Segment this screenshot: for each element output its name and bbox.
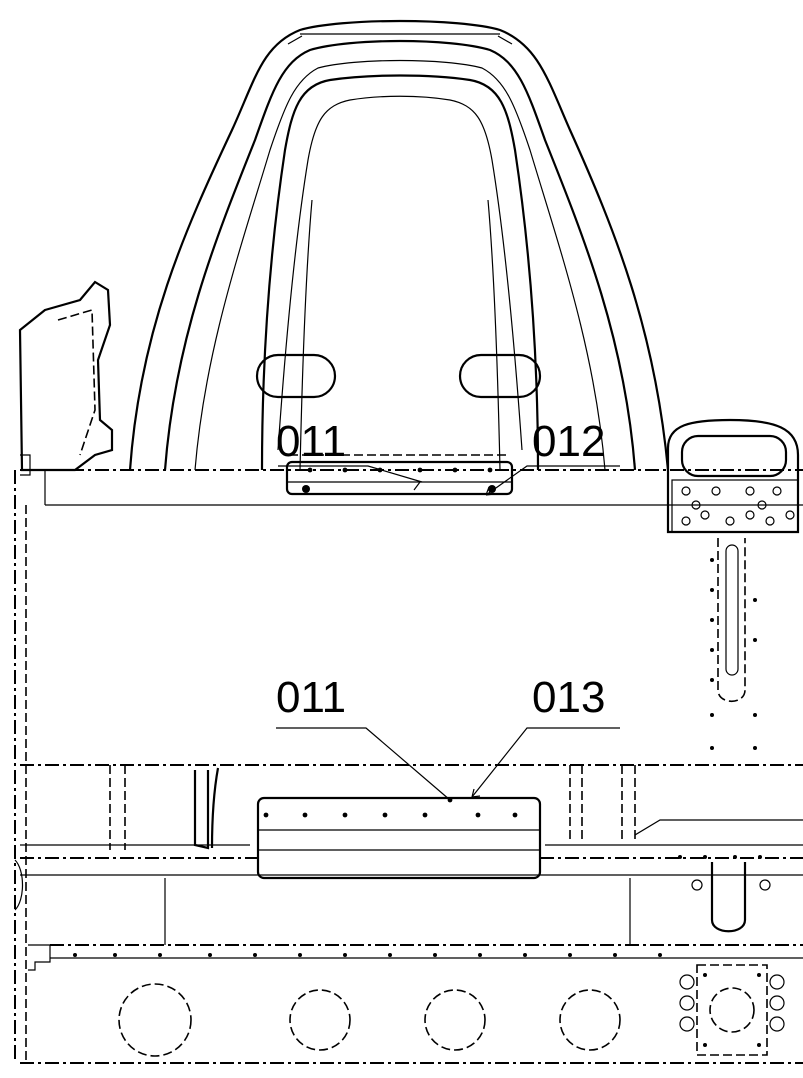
left-handle-slot	[255, 353, 337, 399]
right-hanger-bracket	[666, 418, 800, 703]
rivet-pattern-right	[710, 558, 757, 750]
lower-mounting-plate	[256, 796, 542, 880]
left-side-bracket	[18, 280, 114, 476]
callout-011-upper: 011	[276, 417, 346, 466]
middle-frame-band	[20, 764, 803, 876]
callout-011-lower: 011	[276, 673, 346, 722]
lower-frame	[20, 878, 803, 1064]
callout-013: 013	[532, 673, 605, 722]
right-small-fitting	[678, 855, 771, 933]
upper-frame-band	[14, 469, 803, 1060]
callout-012: 012	[532, 417, 605, 466]
left-lower-edge	[14, 859, 24, 911]
leader-lines	[276, 465, 620, 801]
seat-backrest	[128, 19, 670, 471]
upper-mounting-plate	[285, 454, 514, 496]
right-flange-block	[679, 964, 785, 1056]
lower-frame-holes	[118, 983, 621, 1057]
right-handle-slot	[458, 353, 542, 399]
